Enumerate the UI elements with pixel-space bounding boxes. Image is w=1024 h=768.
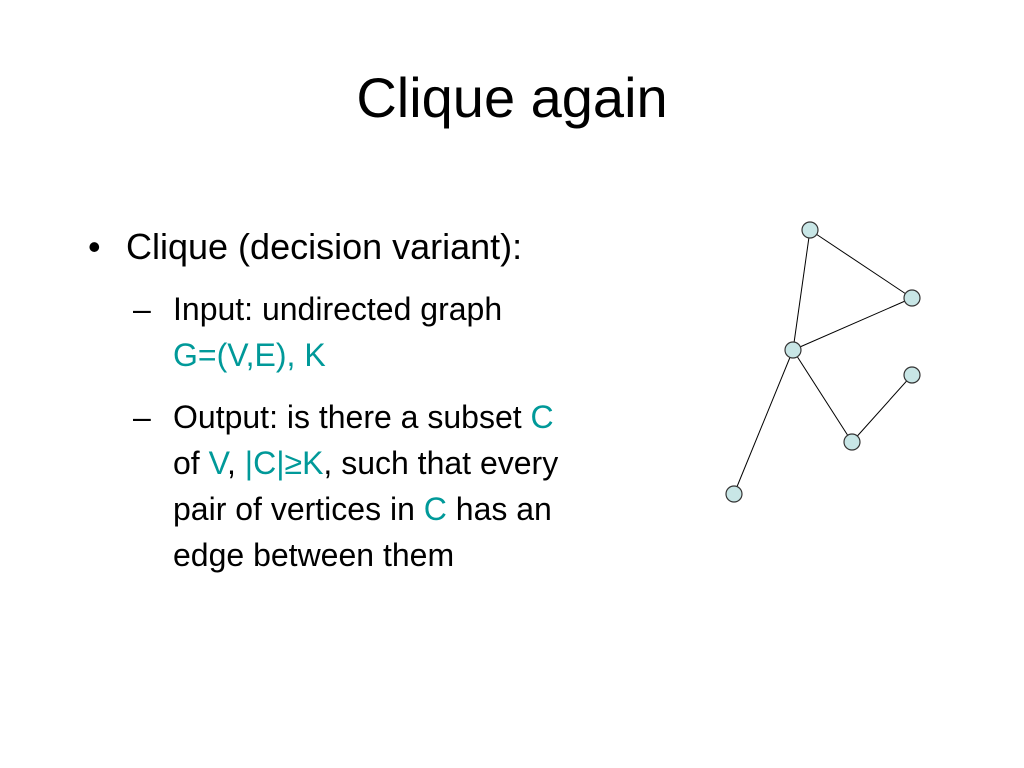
output-line-3: pair of vertices in C has an — [173, 486, 673, 532]
input-line-1: Input: undirected graph — [173, 291, 503, 327]
output-line-4: edge between them — [173, 537, 455, 573]
graph-node — [801, 221, 819, 239]
graph-edge — [792, 229, 811, 351]
output-text: pair of vertices in — [173, 491, 424, 527]
output-text: , — [226, 445, 245, 481]
graph-node — [903, 289, 921, 307]
output-text: , such that every — [323, 445, 559, 481]
graph-edge — [809, 229, 913, 299]
bullet-marker: • — [88, 226, 101, 267]
graph-edge — [851, 374, 913, 443]
graph-edge — [733, 349, 794, 495]
bullet-text: Clique (decision variant): — [126, 226, 523, 267]
output-line-2: of V, |C|≥K, such that every — [173, 440, 673, 486]
graph-edge — [792, 297, 913, 351]
output-text: has an — [446, 491, 552, 527]
output-accent-size: |C|≥K — [244, 445, 324, 481]
output-accent-c: C — [530, 399, 554, 435]
sub-bullet-text: Output: is there a subset C of V, |C|≥K,… — [173, 394, 673, 578]
sub-bullet-marker: – — [133, 291, 151, 327]
graph-edge — [792, 349, 853, 443]
output-accent-c: C — [423, 491, 447, 527]
output-line-1: Output: is there a subset C — [173, 394, 673, 440]
sub-bullet-marker: – — [133, 399, 151, 435]
input-line-2: G=(V,E), K — [173, 337, 326, 373]
output-text: Output: is there a subset — [173, 399, 531, 435]
output-accent-v: V — [208, 445, 227, 481]
graph-node — [784, 341, 802, 359]
graph-node — [903, 366, 921, 384]
graph-node — [725, 485, 743, 503]
graph-node — [843, 433, 861, 451]
sub-bullet-text: Input: undirected graph G=(V,E), K — [173, 286, 673, 378]
slide-title: Clique again — [356, 66, 668, 129]
graph-edges — [733, 229, 913, 495]
output-text: of — [173, 445, 209, 481]
graph-nodes — [725, 221, 921, 503]
